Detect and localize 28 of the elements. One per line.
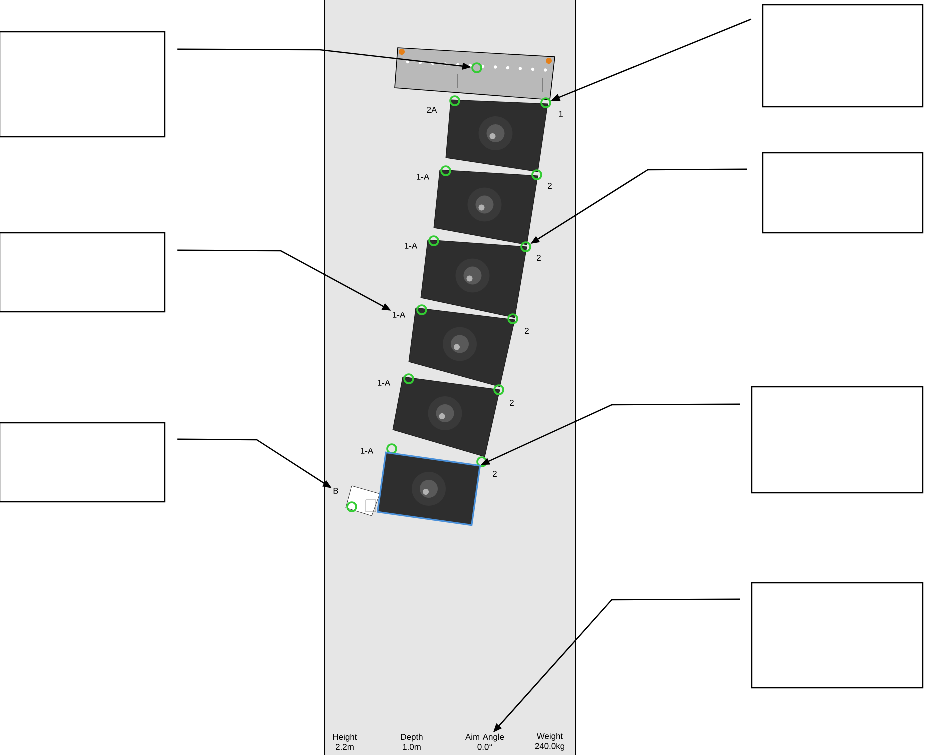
rigging-point	[472, 62, 482, 74]
rigging-point	[540, 98, 552, 108]
callout-box	[0, 31, 166, 138]
selected-cabinet	[376, 452, 482, 526]
readout-label: Weight 240.0kg	[535, 733, 565, 751]
point-label: 1-A	[378, 380, 391, 386]
point-label: 1-A	[417, 174, 430, 180]
point-label: 2	[493, 471, 497, 477]
point-label: 2	[510, 400, 514, 406]
callout-box	[762, 4, 924, 108]
point-label: 2	[525, 328, 529, 334]
callout-box	[0, 422, 166, 503]
callout-box	[751, 386, 924, 494]
callout-box	[0, 232, 166, 313]
readout-label: Height 2.2m	[333, 734, 358, 750]
point-label: 1-A	[405, 243, 418, 249]
point-label: Aim Angle 0.0°	[466, 734, 504, 750]
readout-label: Depth 1.0m	[401, 734, 423, 750]
point-label: 2	[537, 255, 541, 261]
callout-box	[762, 152, 924, 234]
point-label: 2A	[427, 107, 438, 113]
point-label: 1-A	[393, 312, 406, 318]
point-label: 1	[559, 111, 563, 117]
point-label: 2	[548, 183, 552, 189]
point-label: 1-A	[361, 448, 374, 454]
callout-box	[751, 582, 924, 689]
rigging-point	[520, 242, 532, 252]
point-label: B	[334, 488, 338, 494]
